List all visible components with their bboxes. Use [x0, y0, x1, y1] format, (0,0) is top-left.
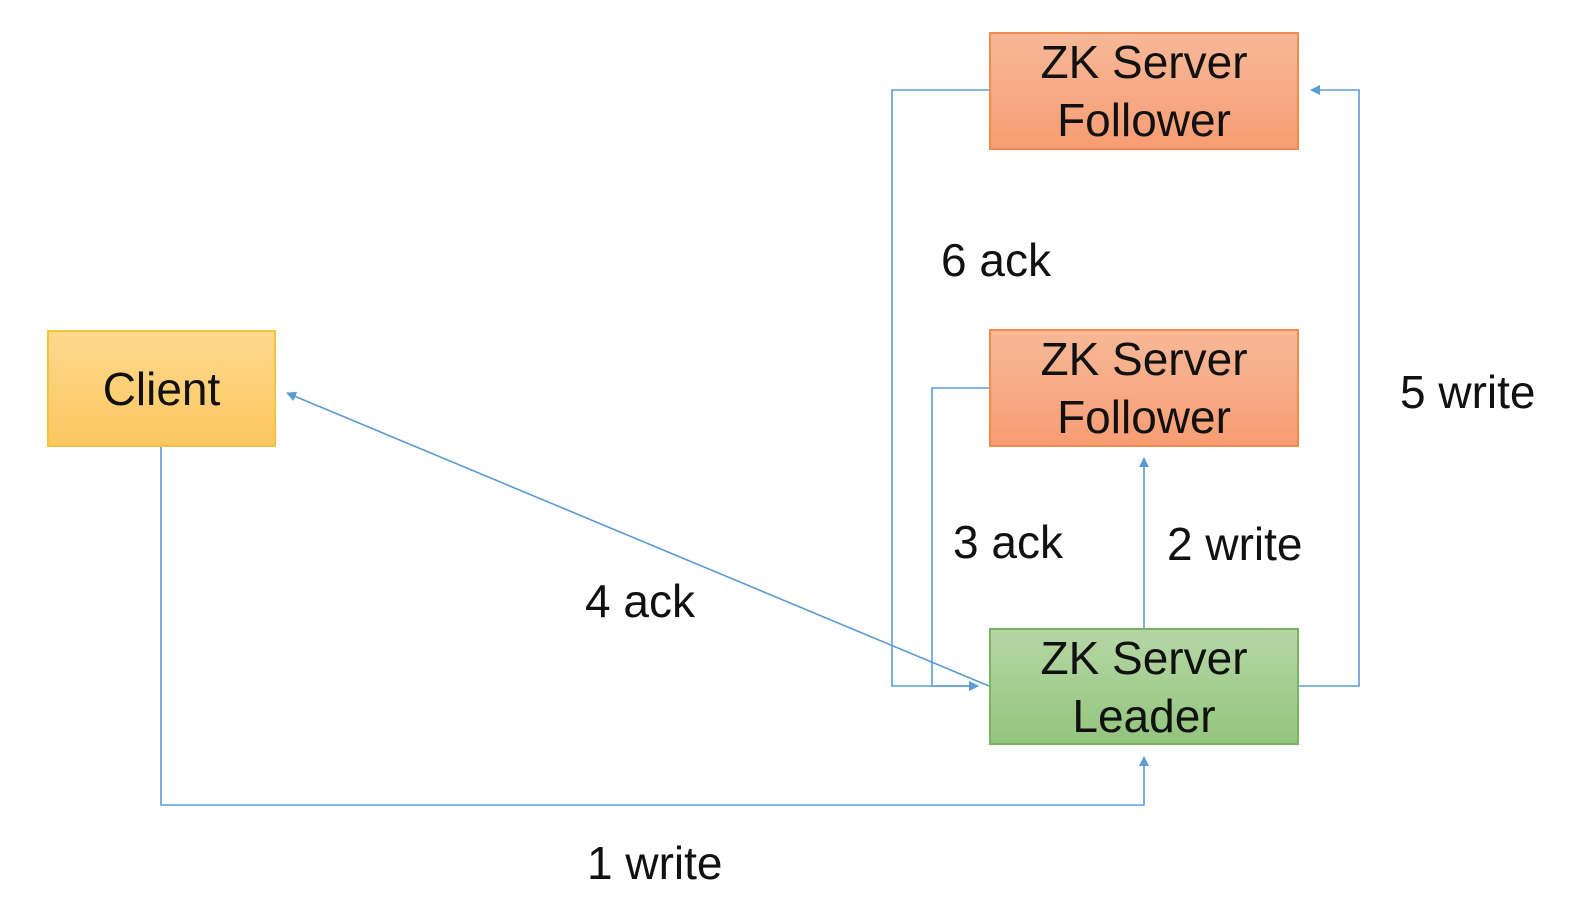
follower-mid-title: ZK Server	[1040, 333, 1248, 385]
label-2-write: 2 write	[1167, 518, 1303, 570]
label-5-write: 5 write	[1400, 366, 1536, 418]
connector-5-write	[1299, 85, 1360, 687]
follower-node-middle: ZK Server Follower	[989, 329, 1299, 447]
follower-top-title: ZK Server	[1040, 36, 1248, 88]
label-1-write: 1 write	[587, 837, 723, 889]
client-label: Client	[102, 362, 221, 415]
leader-role: Leader	[1072, 689, 1216, 742]
follower-top-role: Follower	[1057, 94, 1231, 146]
follower-node-top: ZK Server Follower	[989, 32, 1299, 150]
label-6-ack: 6 ack	[941, 234, 1051, 286]
connector-4-ack	[286, 391, 990, 687]
connector-1-write	[160, 447, 1149, 806]
connector-6-ack	[891, 89, 989, 691]
label-4-ack: 4 ack	[585, 575, 695, 627]
leader-node: ZK Server Leader	[989, 628, 1299, 745]
leader-title: ZK Server	[1040, 631, 1248, 684]
client-node: Client	[47, 330, 276, 447]
follower-mid-role: Follower	[1057, 391, 1231, 443]
label-3-ack: 3 ack	[953, 516, 1063, 568]
